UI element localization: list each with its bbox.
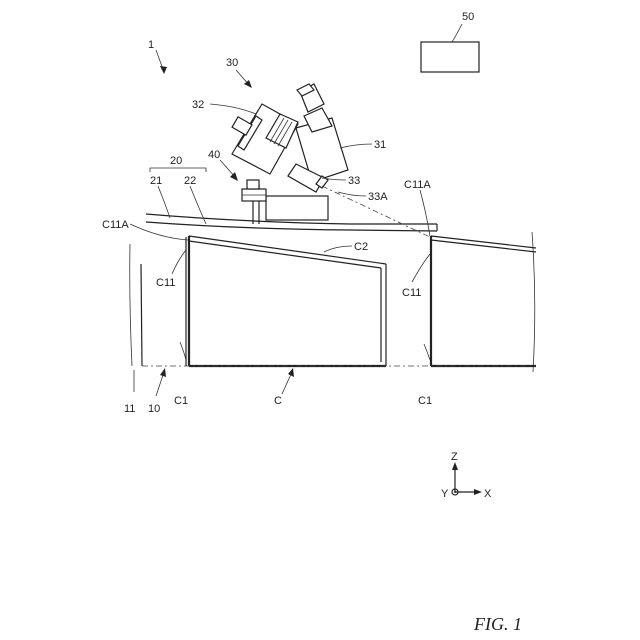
axis-x-arrow [474,489,482,495]
side-wall-11 [130,244,132,366]
axis-y-label: Y [441,488,449,500]
bracket-20 [150,168,206,172]
label-21: 21 [150,175,162,187]
axis-y-symbol-dot [454,491,456,493]
leader-21 [158,186,170,218]
label-40: 40 [208,149,220,161]
leader-32 [210,104,256,114]
leader-c11-right [412,254,430,282]
figure-caption: FIG. 1 [473,614,522,634]
side-wall-11-inner [141,264,142,366]
axis-z-label: Z [451,451,458,463]
label-22: 22 [184,175,196,187]
arrow-40-head [230,172,238,181]
label-20: 20 [170,155,182,167]
arrow-1-head [160,66,167,74]
leader-c2 [324,246,352,252]
arrow-10-head [160,368,166,377]
sensor-block-40 [266,196,328,220]
break-line-right [532,232,535,372]
label-c: C [274,395,282,407]
label-c1-right: C1 [418,395,432,407]
label-c11a-left: C11A [102,219,129,231]
leader-31 [340,144,372,148]
label-c1-left: C1 [174,395,188,407]
label-1: 1 [148,39,154,51]
sensor-head-top [247,180,259,189]
label-c11-right: C11 [402,287,421,299]
label-30: 30 [226,57,238,69]
leader-33a [338,192,366,196]
label-10: 10 [148,403,160,415]
label-c11-left: C11 [156,277,175,289]
arrow-c [282,372,292,394]
controller-box [421,42,479,72]
conveyor-bottom-edge [146,222,437,231]
label-33a: 33A [368,191,388,203]
axis-x-label: X [484,488,492,500]
label-11: 11 [124,403,135,415]
label-50: 50 [462,11,474,23]
arrow-c-head [288,368,294,377]
label-33: 33 [348,175,360,187]
label-32: 32 [192,99,204,111]
label-c2: C2 [354,241,368,253]
leader-c11-left [172,250,186,274]
label-c11a-right: C11A [404,179,431,191]
leader-c11a-right [420,190,430,236]
axis-z-arrow [452,462,458,470]
leader-c1-right [424,344,430,360]
leader-c11a-left [130,224,188,240]
label-31: 31 [374,139,386,151]
container-lid-c2-bottom [189,241,381,268]
leader-c1-left [180,342,186,360]
arrow-30-head [244,80,252,88]
leader-50 [452,24,462,42]
